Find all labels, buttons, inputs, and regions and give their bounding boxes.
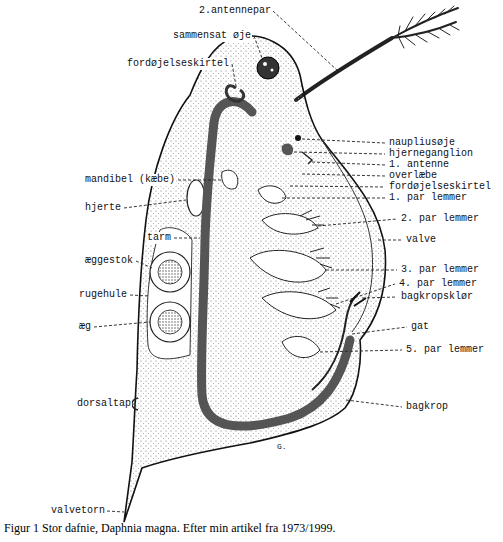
part-label: hjerte (84, 202, 122, 214)
mandible (222, 170, 238, 189)
egg-yolk (158, 310, 182, 334)
part-label: bagkrop (405, 401, 449, 413)
limbs (250, 186, 340, 358)
part-label: bagkropsklør (400, 291, 474, 303)
part-label: valvetorn (50, 505, 106, 517)
dorsal-process (132, 398, 138, 410)
first-antenna (302, 152, 312, 164)
part-label: 2.antennepar (198, 5, 272, 17)
brood-chamber (147, 228, 192, 359)
part-label: G. (276, 441, 288, 453)
part-label: mandibel (kæbe) (84, 174, 176, 186)
part-label: sammensat øje (172, 30, 252, 42)
egg (150, 252, 190, 292)
part-label: rugehule (78, 289, 128, 301)
part-label: æg (78, 321, 92, 333)
part-label: valve (405, 234, 437, 246)
eye-speck (263, 62, 267, 66)
abdominal-claws (350, 292, 366, 306)
part-label: 1. par lemmer (388, 192, 468, 204)
digestive-gland (226, 86, 243, 101)
brain-ganglion (282, 144, 293, 156)
nauplius-eye (295, 135, 301, 141)
part-label: gat (410, 321, 430, 333)
part-label: fordøjelseskirtel (126, 58, 230, 70)
part-label: dorsaltap (76, 398, 132, 410)
antenna (296, 6, 459, 100)
part-label: 2. par lemmer (400, 213, 480, 225)
leader-lines (94, 11, 407, 512)
part-label: tarm (146, 232, 172, 244)
part-label: 4. par lemmer (398, 278, 478, 290)
part-label: 5. par lemmer (405, 344, 485, 356)
part-label: 3. par lemmer (400, 264, 480, 276)
gut (201, 102, 350, 426)
egg (150, 302, 190, 342)
postabdomen (312, 296, 356, 390)
figure-caption: Figur 1 Stor dafnie, Daphnia magna. Efte… (4, 521, 336, 535)
egg-yolk (158, 260, 182, 284)
body-outline (124, 36, 386, 522)
eye-speck (271, 69, 274, 72)
part-label: æggestok (84, 255, 134, 267)
compound-eye (257, 57, 279, 79)
